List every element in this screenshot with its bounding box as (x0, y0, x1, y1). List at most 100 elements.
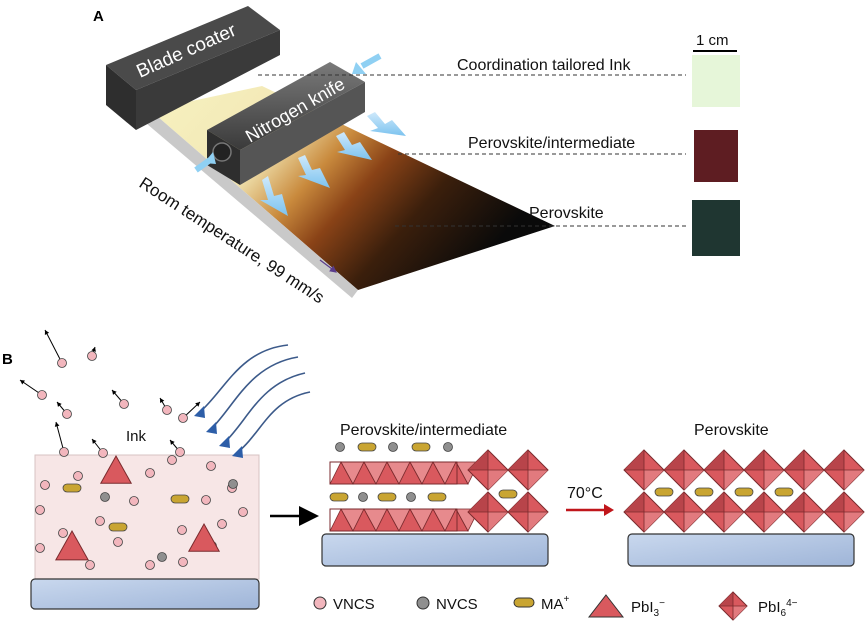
evaporation-arrowhead (92, 439, 97, 444)
vncs-molecule (87, 351, 97, 361)
pbi6-octahedron (507, 491, 549, 533)
evaporating-molecules (19, 329, 201, 458)
substrate-perovskite (627, 533, 855, 567)
evaporation-arrowhead (112, 390, 117, 395)
nitrogen-flow-arrowheads (194, 406, 243, 458)
nitrogen-flow-arrows (260, 112, 406, 216)
pbi6-octahedron (467, 449, 509, 491)
nvcs-molecule (406, 492, 416, 502)
movement-arrow (319, 259, 337, 273)
intermediate-structure (329, 442, 549, 533)
vncs-molecule (178, 557, 188, 567)
vncs-molecule (95, 516, 105, 526)
legend-ma: MA+ (541, 594, 570, 613)
pbi3-chain-outline (329, 461, 458, 485)
ma-cation (329, 492, 349, 502)
n2-inlet-arrowhead-left (204, 152, 216, 164)
vncs-molecule (73, 471, 83, 481)
intermediate-title: Perovskite/intermediate (340, 422, 507, 439)
panel-b-label: B (2, 351, 13, 368)
pbi6-octahedron (823, 449, 865, 491)
evaporation-arrowhead (20, 380, 25, 385)
pbi6-octahedron (823, 491, 865, 533)
vncs-molecule (59, 447, 69, 457)
ma-cation (377, 492, 397, 502)
blade-coater-side (136, 30, 280, 130)
vncs-molecule (98, 448, 108, 458)
temperature-label: 70°C (567, 485, 603, 502)
film-edge (140, 110, 358, 298)
legend-nvcs-icon (416, 596, 430, 610)
legend-pbi6: PbI64− (758, 598, 798, 619)
legend-nvcs: NVCS (436, 596, 478, 613)
pbi3-triangle (187, 522, 221, 552)
ma-cation (734, 487, 754, 497)
vncs-molecule (177, 525, 187, 535)
pbi3-triangle (54, 529, 90, 561)
nvcs-molecule (443, 442, 453, 452)
evaporation-arrow (44, 329, 63, 364)
evaporation-arrowhead (54, 422, 60, 427)
vncs-molecule (145, 468, 155, 478)
evaporation-arrowhead (160, 398, 165, 403)
vncs-molecule (58, 528, 68, 538)
pbi6-octahedron (623, 491, 665, 533)
pbi6-octahedron (783, 491, 825, 533)
panel-a-label: A (93, 8, 104, 25)
ma-cation (694, 487, 714, 497)
pbi6-octahedron (467, 491, 509, 533)
vncs-molecule (37, 390, 47, 400)
vncs-molecule (175, 447, 185, 457)
ma-cation (108, 522, 128, 532)
pbi6-octahedron (663, 449, 705, 491)
nvcs-molecule (388, 442, 398, 452)
pbi3-triangle (99, 454, 133, 484)
anneal-arrowhead (604, 504, 614, 516)
vncs-molecule (119, 399, 129, 409)
ma-cation (62, 483, 82, 493)
ma-cation (498, 489, 518, 499)
label-coordination-ink: Coordination tailored Ink (457, 57, 631, 74)
legend-pbi6-icon (718, 591, 748, 621)
pbi6-octahedron (663, 491, 705, 533)
evaporation-arrowhead (170, 440, 175, 445)
vncs-molecule (62, 409, 72, 419)
evaporation-arrowhead (195, 402, 200, 407)
vncs-molecule (206, 461, 216, 471)
evaporation-arrowhead (57, 402, 62, 407)
nvcs-molecule (228, 479, 238, 489)
scale-bar-label: 1 cm (696, 32, 729, 49)
label-perovskite-a: Perovskite (529, 205, 604, 222)
substrate-intermediate (321, 533, 549, 567)
legend-vncs-icon (313, 596, 327, 610)
pbi6-octahedron (743, 491, 785, 533)
ma-cation (774, 487, 794, 497)
vncs-molecule (40, 480, 50, 490)
pbi6-octahedron (783, 449, 825, 491)
legend-pbi3-icon (587, 594, 625, 618)
nvcs-molecule (157, 552, 167, 562)
pbi6-octahedron (507, 449, 549, 491)
label-perovskite-intermediate: Perovskite/intermediate (468, 135, 635, 152)
vncs-molecule (238, 507, 248, 517)
pbi6-octahedron (703, 491, 745, 533)
ink-label: Ink (126, 428, 147, 445)
vncs-molecule (145, 560, 155, 570)
vncs-molecule (217, 519, 227, 529)
pbi6-octahedron (703, 449, 745, 491)
n2-inlet-arrowhead-right (352, 62, 366, 74)
pbi6-octahedron (623, 449, 665, 491)
ma-cation (357, 442, 377, 452)
vncs-molecule (85, 560, 95, 570)
evaporation-arrowhead (44, 330, 50, 335)
swatch-intermediate (694, 130, 738, 182)
swatch-perovskite (692, 200, 740, 256)
vncs-molecule (178, 413, 188, 423)
ink-contents (35, 454, 248, 570)
vncs-molecule (162, 405, 172, 415)
pbi3-chain-outline (329, 508, 458, 532)
legend-ma-icon (513, 597, 535, 608)
vncs-molecule (201, 495, 211, 505)
